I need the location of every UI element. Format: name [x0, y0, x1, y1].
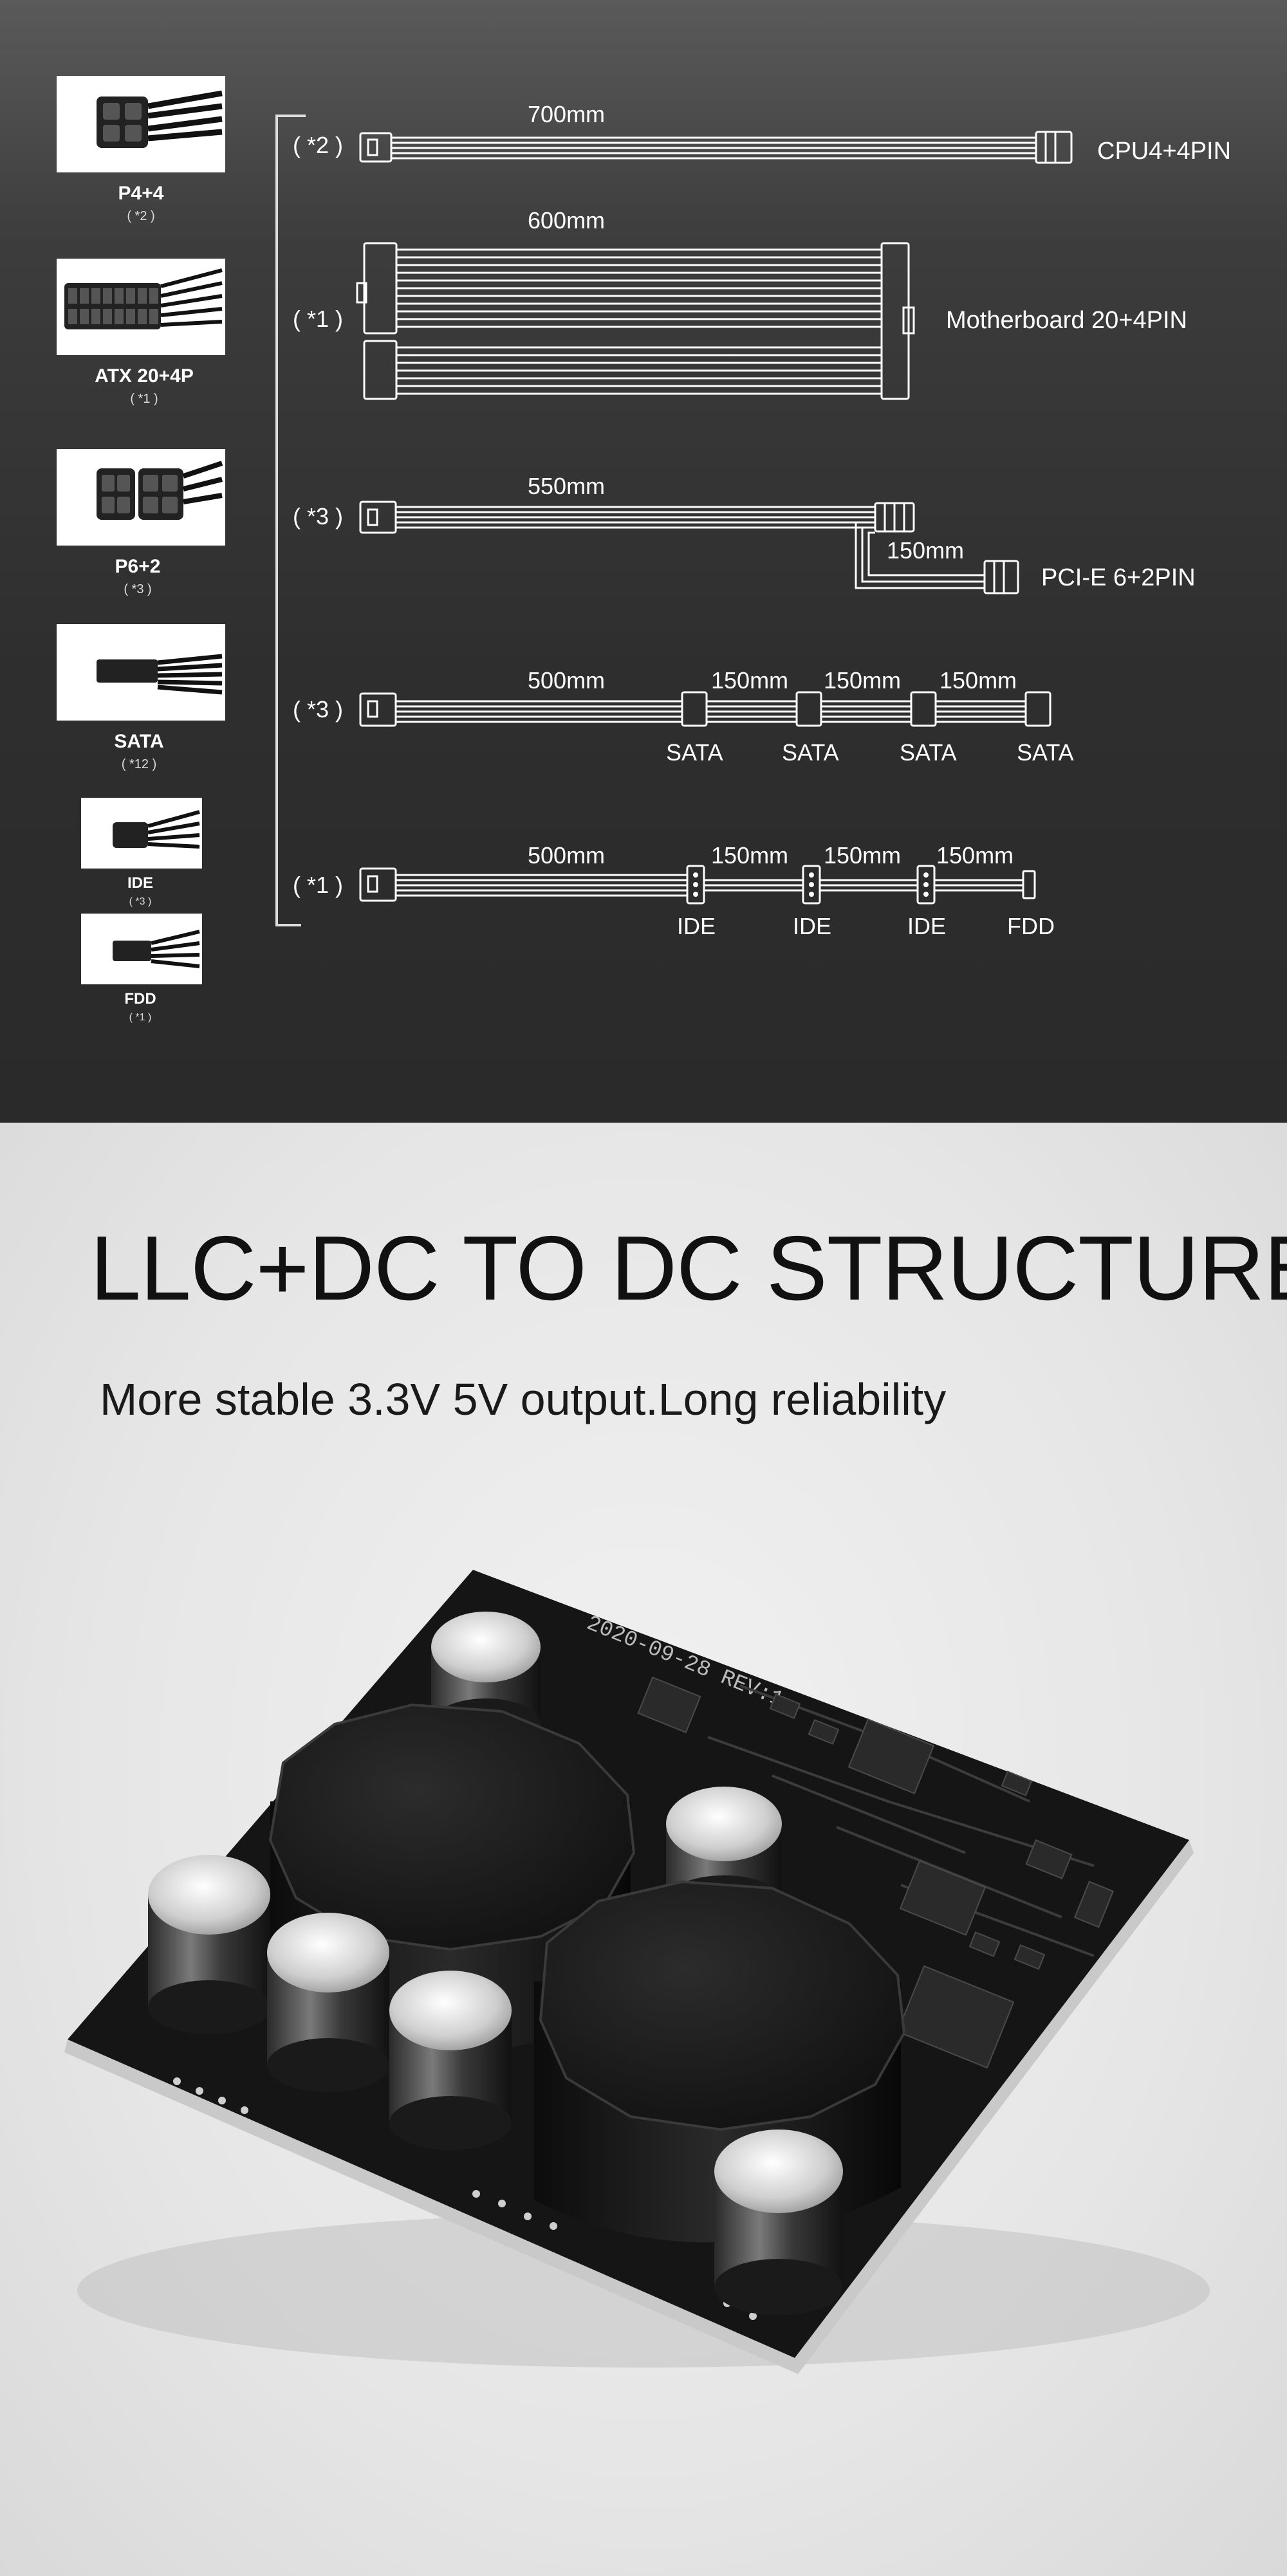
- plug-label: IDE: [907, 913, 946, 939]
- connector-qty: ( *2 ): [127, 209, 154, 223]
- segment-length: 150mm: [936, 842, 1014, 869]
- cable-qty: ( *2 ): [293, 132, 343, 158]
- cable-length: 550mm: [528, 473, 605, 499]
- cable-end-label: CPU4+4PIN: [1097, 138, 1231, 165]
- cable-length: 500mm: [528, 667, 605, 694]
- cable-cpu: [359, 131, 1073, 164]
- connector-qty: ( *12 ): [122, 757, 156, 771]
- connector-fdd-icon: [81, 914, 202, 984]
- cable-pcie: [359, 501, 1019, 594]
- cable-qty: ( *3 ): [293, 503, 343, 529]
- cable-qty: ( *3 ): [293, 696, 343, 722]
- segment-length: 150mm: [711, 667, 788, 694]
- ide-pin-dots: [693, 872, 929, 897]
- cable-end-label: PCI-E 6+2PIN: [1041, 564, 1196, 591]
- cable-sata: [359, 691, 1051, 727]
- connector-qty: ( *3 ): [129, 896, 152, 907]
- connector-label: SATA: [114, 731, 163, 752]
- connector-qty: ( *3 ): [124, 582, 151, 596]
- connector-label: IDE: [127, 874, 153, 892]
- cable-length: 600mm: [528, 207, 605, 234]
- connector-label: ATX 20+4P: [95, 365, 194, 387]
- plug-label: IDE: [677, 913, 716, 939]
- segment-length: 150mm: [711, 842, 788, 869]
- connector-label: P6+2: [115, 556, 161, 577]
- structure-panel: [0, 1123, 1287, 2576]
- plug-label: SATA: [782, 739, 839, 766]
- plug-label: FDD: [1007, 913, 1055, 939]
- cable-spec-panel: [0, 0, 1287, 1123]
- cable-qty: ( *1 ): [293, 306, 343, 332]
- cable-length: 500mm: [528, 842, 605, 869]
- plug-label: SATA: [666, 739, 723, 766]
- cable-end-label: Motherboard 20+4PIN: [946, 307, 1187, 334]
- connector-ide-icon: [81, 798, 202, 869]
- connector-label: FDD: [124, 990, 156, 1007]
- cable-branch-length: 150mm: [887, 537, 964, 564]
- plug-label: SATA: [1017, 739, 1074, 766]
- page-headline: LLC+DC TO DC STRUCTURE: [90, 1217, 1287, 1320]
- plug-label: SATA: [900, 739, 957, 766]
- cable-diagram: P4+4 ( *2 ) ATX 20+4P ( *1 ) P6+2 ( *3 )…: [57, 76, 1231, 1023]
- connector-qty: ( *1 ): [130, 392, 158, 406]
- connector-label: P4+4: [118, 183, 164, 204]
- plug-label: IDE: [793, 913, 831, 939]
- connector-sata-icon: [57, 624, 225, 721]
- connector-p44-icon: [57, 76, 225, 172]
- group-bracket: [275, 115, 306, 926]
- cable-length: 700mm: [528, 101, 605, 127]
- segment-length: 150mm: [824, 842, 901, 869]
- connector-p62-icon: [57, 449, 225, 546]
- page-subline: More stable 3.3V 5V output.Long reliabil…: [100, 1374, 947, 1424]
- cable-motherboard: [356, 242, 915, 400]
- connector-atx-icon: [57, 259, 225, 355]
- segment-length: 150mm: [824, 667, 901, 694]
- segment-length: 150mm: [940, 667, 1017, 694]
- connector-qty: ( *1 ): [129, 1012, 152, 1023]
- cable-ide: [359, 865, 1036, 905]
- cable-qty: ( *1 ): [293, 872, 343, 898]
